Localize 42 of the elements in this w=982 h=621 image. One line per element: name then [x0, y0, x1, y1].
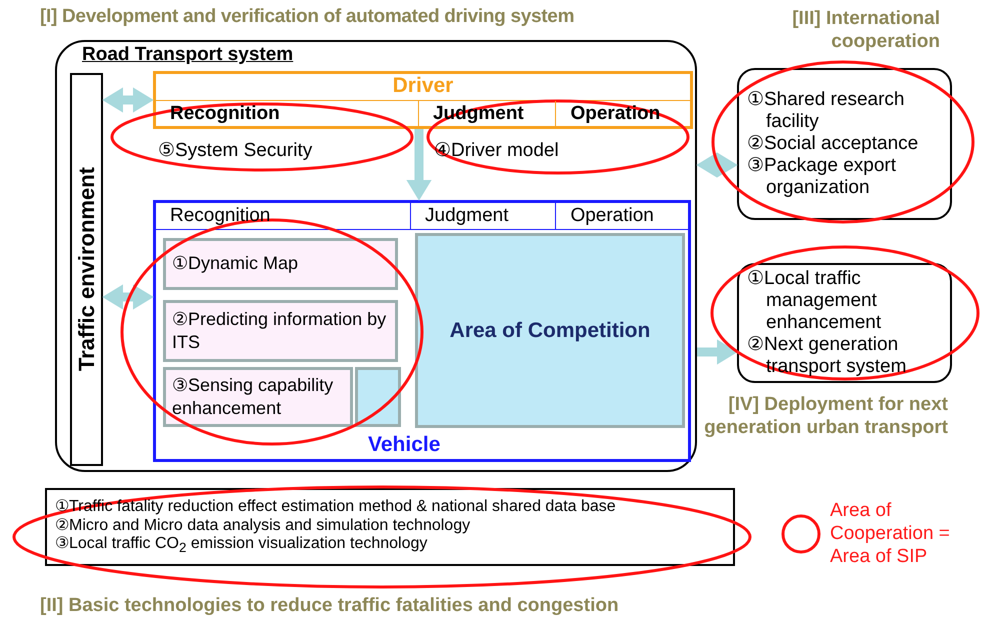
frame-heading: Road Transport system: [82, 44, 294, 66]
role-box: [153, 71, 693, 129]
diagram-title: [I] Development and verification of automated driving system: [40, 6, 574, 28]
flow-arrow: [102, 87, 154, 113]
topic-text: ③Sensing capability enhancement: [172, 374, 334, 420]
list-item: ③Local traffic CO$_{2}$ emission visualization technology: [55, 535, 428, 556]
topic-list-box: [737, 263, 952, 383]
function-column-label: Judgment: [410, 203, 556, 229]
flow-arrow: [102, 284, 154, 310]
section-heading: [II] Basic technologies to reduce traffic fatalities and congestion: [40, 595, 620, 618]
list-item: ②Micro and Micro data analysis and simulation technology: [55, 516, 472, 536]
topic-list-box: [45, 488, 735, 566]
section-heading: [IV] Deployment for next generation urban transport: [703, 394, 948, 440]
topic-text: ②Predicting information by ITS: [172, 308, 388, 354]
list-item: ③Package export organization: [747, 154, 898, 199]
function-column-label: Operation: [555, 203, 688, 229]
system-frame: [55, 40, 697, 472]
function-column-label: Recognition: [169, 102, 281, 126]
cooperation-topic-box: [163, 300, 398, 362]
topic-label: ⑤System Security: [158, 139, 312, 162]
role-title: Vehicle: [368, 433, 440, 457]
flow-arrow: [697, 339, 738, 365]
section-heading: [III] International cooperation: [791, 8, 940, 54]
cooperation-topic-box: [163, 238, 398, 290]
competition-label: Area of Competition: [450, 318, 650, 342]
function-column-label: Recognition: [169, 204, 272, 228]
list-item: ①Shared research facility: [747, 89, 906, 134]
list-item: ②Next generation transport system: [747, 334, 908, 378]
environment-label: Traffic environment: [74, 167, 100, 372]
role-box: [153, 200, 691, 462]
list-item: ②Social acceptance: [747, 133, 920, 155]
flow-arrow: [696, 152, 738, 178]
topic-text: ①Dynamic Map: [172, 252, 298, 276]
list-item: ①Local traffic management enhancement: [747, 268, 882, 334]
topic-label: ④Driver model: [434, 139, 559, 162]
legend-label: Area of Cooperation = Area of SIP: [830, 500, 951, 568]
competition-area: [415, 233, 685, 428]
environment-bar: [70, 73, 103, 466]
role-title: Driver: [392, 74, 454, 98]
function-column-label: Operation: [555, 101, 690, 127]
topic-list-box: [737, 68, 952, 220]
cooperation-topic-box: [163, 367, 353, 427]
